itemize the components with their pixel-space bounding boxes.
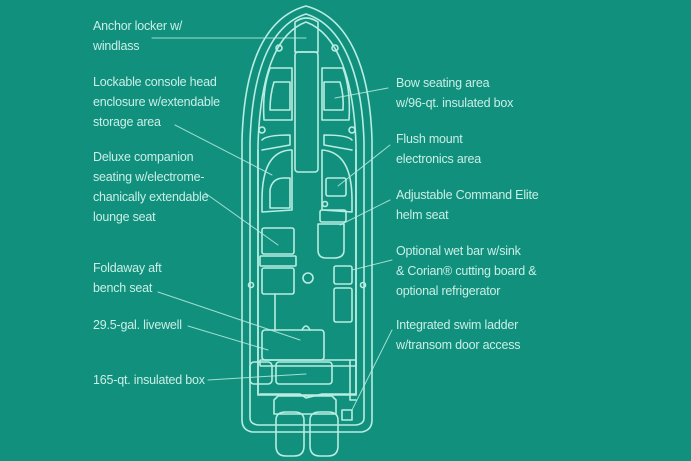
callout-line: Flush mount <box>396 132 463 146</box>
callout-line: lounge seat <box>93 210 156 224</box>
port-aft-locker <box>249 361 273 385</box>
callout-wet-bar: Optional wet bar w/sink & Corian® cuttin… <box>396 241 537 301</box>
callout-line: w/transom door access <box>396 338 521 352</box>
leader-insulated-box <box>207 373 307 381</box>
anchor-locker-hatch <box>294 17 319 53</box>
callout-line: windlass <box>93 39 140 53</box>
bow-box-right <box>323 81 344 111</box>
callout-line: seating w/electrome- <box>93 170 205 184</box>
cleat-left <box>275 44 283 52</box>
insulated-box-165qt <box>275 361 333 385</box>
callout-line: Lockable console head <box>93 75 217 89</box>
bow-step-left <box>261 134 291 151</box>
callout-line: 165-qt. insulated box <box>93 373 205 387</box>
helm-seat-base <box>319 209 347 223</box>
aft-bench-seat <box>259 359 357 367</box>
leader-helm-seat <box>339 199 391 226</box>
companion-seat-lounge <box>261 267 295 295</box>
port-console <box>261 149 293 213</box>
callout-console-head: Lockable console head enclosure w/extend… <box>93 72 220 132</box>
leader-wet-bar <box>351 259 393 271</box>
callout-electronics: Flush mount electronics area <box>396 129 481 169</box>
callout-line: optional refrigerator <box>396 284 501 298</box>
callout-line: Adjustable Command Elite <box>396 188 539 202</box>
callout-line: 29.5-gal. livewell <box>93 318 182 332</box>
starboard-console <box>321 149 353 213</box>
rod-holder-left <box>258 126 266 134</box>
electronics-panel <box>325 177 347 197</box>
leader-livewell <box>187 325 269 351</box>
livewell-lid-handle <box>301 325 311 331</box>
callout-line: chanically extendable <box>93 190 209 204</box>
callout-line: Deluxe companion <box>93 150 194 164</box>
callout-line: Foldaway aft <box>93 261 162 275</box>
center-walkway <box>294 51 319 173</box>
side-cleat-port <box>247 281 255 289</box>
livewell <box>261 329 325 361</box>
bow-seat-right <box>321 67 351 121</box>
hull-inner-outline <box>249 13 365 426</box>
callout-insulated-box-165: 165-qt. insulated box <box>93 370 205 390</box>
bow-step-right <box>323 134 353 151</box>
callout-leader-lines <box>151 37 393 411</box>
bow-box-left <box>269 81 291 111</box>
callout-aft-bench: Foldaway aft bench seat <box>93 258 162 298</box>
leader-bow-seating <box>334 87 389 99</box>
callout-line: w/96-qt. insulated box <box>396 96 514 110</box>
callout-anchor-locker: Anchor locker w/ windlass <box>93 16 182 56</box>
callout-livewell: 29.5-gal. livewell <box>93 315 182 335</box>
callout-line: Integrated swim ladder <box>396 318 519 332</box>
cleat-right <box>331 44 339 52</box>
callout-line: & Corian® cutting board & <box>396 264 537 278</box>
leader-swim-ladder <box>351 329 393 411</box>
callout-helm-seat: Adjustable Command Elite helm seat <box>396 185 539 225</box>
transom <box>259 393 357 399</box>
deck-drain <box>302 272 314 284</box>
callout-line: bench seat <box>93 281 153 295</box>
engine-well <box>273 395 337 415</box>
companion-seat-back <box>261 227 295 255</box>
leader-electronics <box>337 144 391 187</box>
bow-seat-left <box>262 67 293 121</box>
callout-companion-seating: Deluxe companion seating w/electrome- ch… <box>93 147 209 227</box>
helm-wheel <box>321 200 329 208</box>
companion-seat-cushion <box>259 255 297 267</box>
callout-line: helm seat <box>396 208 449 222</box>
wet-bar <box>333 265 353 285</box>
refrigerator <box>333 287 353 323</box>
swim-ladder-hatch <box>341 409 353 421</box>
leader-companion-seating <box>204 192 279 246</box>
transom-door <box>349 359 357 401</box>
console-head-door <box>269 177 291 209</box>
helm-seat <box>317 223 345 259</box>
rod-holder-right <box>348 126 356 134</box>
callout-line: Anchor locker w/ <box>93 19 183 33</box>
hull-outline <box>241 5 373 433</box>
callout-line: Bow seating area <box>396 76 490 90</box>
leader-aft-bench <box>157 291 301 341</box>
leader-console-head <box>174 124 273 176</box>
callout-line: storage area <box>93 115 161 129</box>
side-cleat-starboard <box>359 281 367 289</box>
callout-bow-seating: Bow seating area w/96-qt. insulated box <box>396 73 513 113</box>
callout-line: enclosure w/extendable <box>93 95 220 109</box>
outboard-engine-port <box>275 411 305 457</box>
callout-line: Optional wet bar w/sink <box>396 244 521 258</box>
callout-line: electronics area <box>396 152 482 166</box>
callout-swim-ladder: Integrated swim ladder w/transom door ac… <box>396 315 521 355</box>
outboard-engine-starboard <box>309 411 339 457</box>
